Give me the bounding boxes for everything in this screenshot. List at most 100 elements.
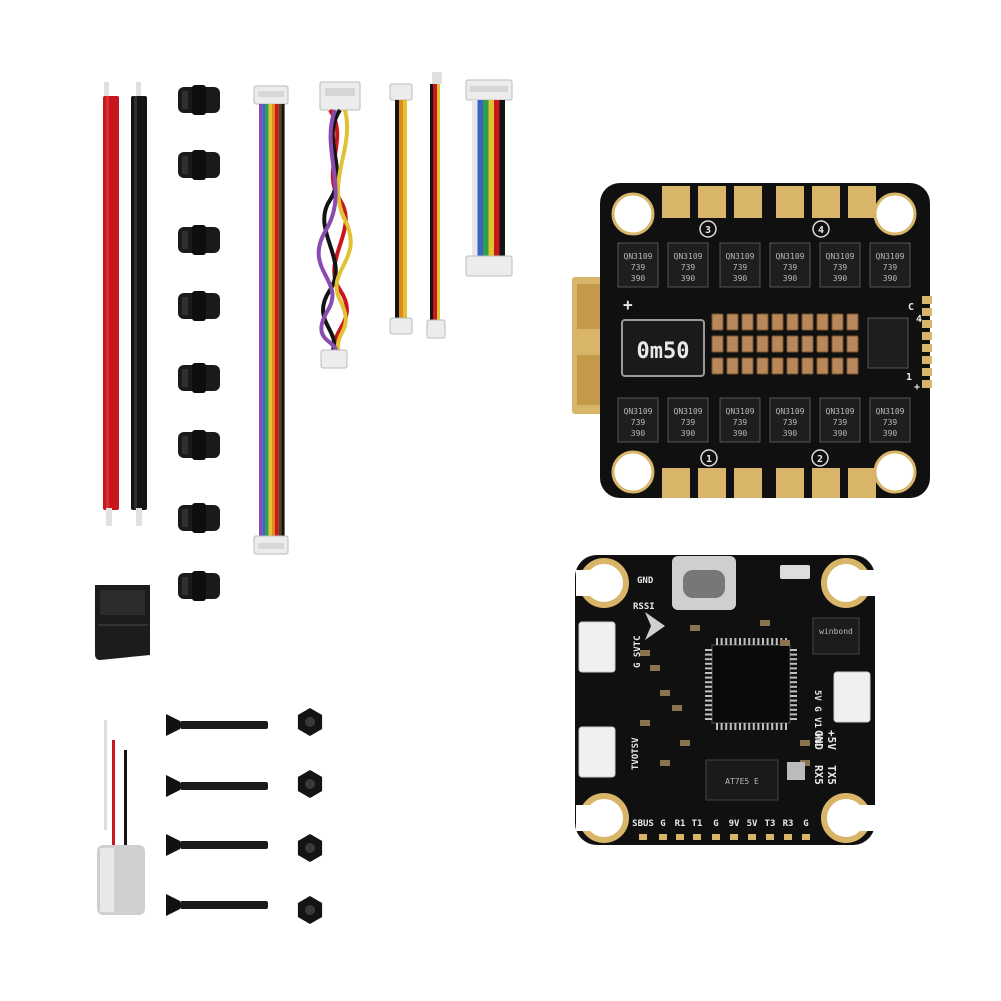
svg-text:QN3109: QN3109 <box>876 252 905 261</box>
battery-connector <box>95 585 150 660</box>
svg-text:QN3109: QN3109 <box>776 252 805 261</box>
brand-arrow-logo <box>645 612 665 640</box>
motor-3-label: 3 <box>705 225 711 236</box>
svg-text:390: 390 <box>783 429 798 438</box>
nut <box>297 770 323 798</box>
svg-text:390: 390 <box>631 274 646 283</box>
svg-text:QN3109: QN3109 <box>726 252 755 261</box>
mounting-screws <box>166 714 268 916</box>
twisted-cable-4pin <box>316 81 361 369</box>
svg-text:QN3109: QN3109 <box>674 252 703 261</box>
svg-text:390: 390 <box>681 274 696 283</box>
svg-text:QN3109: QN3109 <box>726 407 755 416</box>
fc-label-gnd-top: GND <box>637 576 654 586</box>
svg-text:390: 390 <box>883 429 898 438</box>
fc-bottom-label: R3 <box>783 819 794 829</box>
ribbon-cable-8pin <box>253 85 289 555</box>
fc-label-rssi: RSSI <box>633 602 655 612</box>
mosfet: QN3109 739 390 <box>719 242 761 288</box>
screw <box>166 775 268 797</box>
svg-text:739: 739 <box>783 418 798 427</box>
fc-label-right-2: GND <box>812 730 825 750</box>
screw <box>166 834 268 856</box>
grommet <box>178 85 220 115</box>
svg-text:739: 739 <box>833 418 848 427</box>
power-wire-red <box>103 82 119 526</box>
flight-controller-board: winbond AT7E5 E GND RSSI G SVTC TVOTSV 5… <box>575 555 876 845</box>
svg-text:QN3109: QN3109 <box>624 407 653 416</box>
svg-text:QN3109: QN3109 <box>826 252 855 261</box>
fc-bottom-label: T1 <box>692 819 703 829</box>
svg-text:QN3109: QN3109 <box>674 407 703 416</box>
svg-text:390: 390 <box>631 429 646 438</box>
esc-plus2-label: + <box>914 382 920 393</box>
grommet <box>178 503 220 533</box>
flash-chip <box>812 617 860 655</box>
grommet <box>178 571 220 601</box>
fc-label-right-5: TX5 <box>825 765 838 785</box>
esc-4-label: 4 <box>916 314 922 325</box>
power-wire-black <box>131 82 147 526</box>
fc-solder-pad <box>730 834 738 840</box>
svg-text:390: 390 <box>783 274 798 283</box>
screw <box>166 894 268 916</box>
fc-bottom-label: T3 <box>765 819 776 829</box>
svg-text:390: 390 <box>883 274 898 283</box>
esc-1-label: 1 <box>906 372 912 383</box>
fc-solder-pad <box>748 834 756 840</box>
fc-right-socket <box>833 671 871 723</box>
fc-left-socket-top <box>578 621 616 673</box>
mosfet: QN3109 739 390 <box>869 242 911 288</box>
svg-text:390: 390 <box>833 429 848 438</box>
rubber-grommet-column <box>178 85 220 601</box>
fc-solder-pad <box>659 834 667 840</box>
svg-text:739: 739 <box>631 263 646 272</box>
grommet <box>178 430 220 460</box>
fc-solder-pad <box>712 834 720 840</box>
svg-text:QN3109: QN3109 <box>624 252 653 261</box>
grommet <box>178 150 220 180</box>
mosfet: QN3109 739 390 <box>769 397 811 443</box>
grommet <box>178 363 220 393</box>
svg-text:390: 390 <box>733 429 748 438</box>
svg-text:QN3109: QN3109 <box>776 407 805 416</box>
svg-text:739: 739 <box>681 418 696 427</box>
fc-solder-pad <box>802 834 810 840</box>
svg-text:739: 739 <box>883 263 898 272</box>
fc-bottom-label: G <box>803 819 808 829</box>
six-pin-cable <box>465 79 513 277</box>
svg-text:739: 739 <box>631 418 646 427</box>
screw <box>166 714 268 736</box>
svg-text:739: 739 <box>733 263 748 272</box>
svg-text:390: 390 <box>833 274 848 283</box>
fc-bottom-label: R1 <box>675 819 686 829</box>
esc-board: QN3109739390QN3109739390QN3109739390QN31… <box>572 183 932 498</box>
mounting-nuts <box>297 708 323 924</box>
fc-solder-pad <box>766 834 774 840</box>
fc-bottom-label: 9V <box>729 819 740 829</box>
mosfet: QN3109 739 390 <box>819 397 861 443</box>
svg-text:390: 390 <box>733 274 748 283</box>
fc-label-right-1: 5V G V1 M8 <box>812 690 822 744</box>
fc-bottom-label: SBUS <box>632 819 654 829</box>
svg-text:739: 739 <box>883 418 898 427</box>
fc-label-right-4: RX5 <box>812 765 825 785</box>
mosfet: QN3109 739 390 <box>617 397 659 443</box>
esc-plus-label: + <box>623 295 633 314</box>
fc-solder-pad <box>784 834 792 840</box>
nut <box>297 708 323 736</box>
grommet <box>178 291 220 321</box>
baro-chip-label: AT7E5 E <box>725 777 759 786</box>
fc-bottom-label: 5V <box>747 819 758 829</box>
fc-solder-pad <box>676 834 684 840</box>
svg-text:QN3109: QN3109 <box>826 407 855 416</box>
shunt-label: 0m50 <box>637 339 690 364</box>
